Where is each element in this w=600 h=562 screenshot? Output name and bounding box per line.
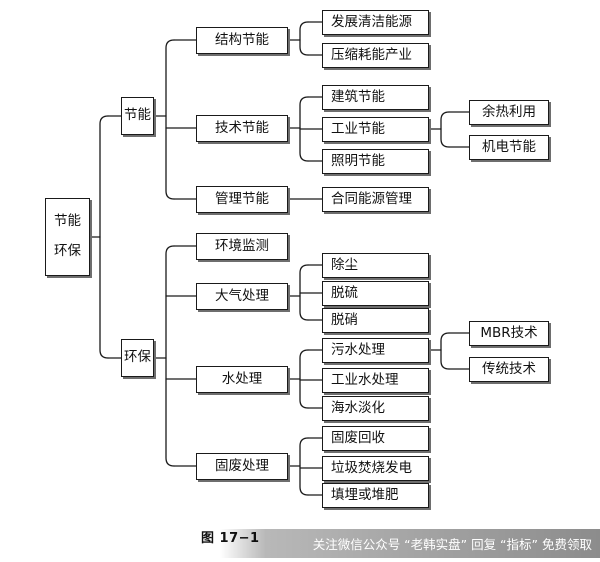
node-tuoliu: 脱硫 bbox=[322, 281, 429, 306]
node-huanbao: 环保 bbox=[121, 339, 154, 377]
node-yasuo-haoneng: 压缩耗能产业 bbox=[322, 43, 429, 68]
node-gongye-jieneng: 工业节能 bbox=[322, 117, 429, 142]
root-node: 节能 环保 bbox=[45, 198, 90, 276]
node-gongyeshui-chuli: 工业水处理 bbox=[322, 368, 429, 393]
node-mbr-jishu: MBR技术 bbox=[469, 321, 549, 346]
node-jiegou-jieneng: 结构节能 bbox=[196, 27, 288, 54]
root-line-1: 节能 bbox=[54, 213, 81, 230]
node-chuantong-jishu: 传统技术 bbox=[469, 357, 549, 382]
node-jidian-jieneng: 机电节能 bbox=[469, 135, 549, 160]
node-jianzhu-jieneng: 建筑节能 bbox=[322, 85, 429, 110]
node-gufei-huishou: 固废回收 bbox=[322, 426, 429, 451]
node-shui-chuli: 水处理 bbox=[196, 366, 288, 393]
watermark-banner: 关注微信公众号 “老韩实盘” 回复 “指标” 免费领取 bbox=[220, 529, 600, 558]
node-tianmai-duifei: 填埋或堆肥 bbox=[322, 483, 429, 508]
figure-caption: 图 17−1 bbox=[201, 531, 259, 546]
node-jishu-jieneng: 技术节能 bbox=[196, 115, 288, 142]
node-haishui-danhua: 海水淡化 bbox=[322, 396, 429, 421]
node-huanjing-jiance: 环境监测 bbox=[196, 233, 288, 260]
node-hetong-nengyuan: 合同能源管理 bbox=[322, 187, 429, 212]
node-jieneng: 节能 bbox=[121, 97, 154, 135]
watermark-text: 关注微信公众号 “老韩实盘” 回复 “指标” 免费领取 bbox=[312, 537, 592, 552]
node-daqi-chuli: 大气处理 bbox=[196, 283, 288, 310]
node-chuchen: 除尘 bbox=[322, 253, 429, 278]
node-tuoxiao: 脱硝 bbox=[322, 308, 429, 333]
root-line-2: 环保 bbox=[54, 243, 81, 260]
node-laji-fenshao: 垃圾焚烧发电 bbox=[322, 456, 429, 481]
node-wushui-chuli: 污水处理 bbox=[322, 338, 429, 363]
node-yure-liyong: 余热利用 bbox=[469, 100, 549, 125]
node-gufei-chuli: 固废处理 bbox=[196, 453, 288, 480]
node-guanli-jieneng: 管理节能 bbox=[196, 186, 288, 213]
node-zhaoming-jieneng: 照明节能 bbox=[322, 149, 429, 174]
node-qingjie-nengyuan: 发展清洁能源 bbox=[322, 10, 429, 35]
